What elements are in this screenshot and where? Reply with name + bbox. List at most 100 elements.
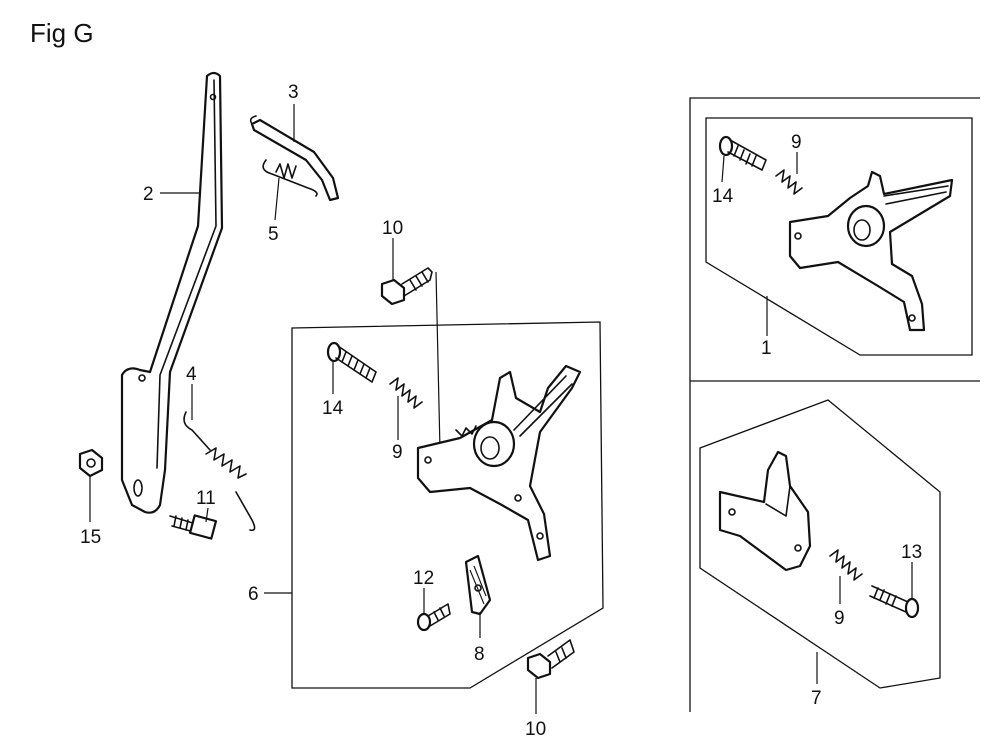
link-bracket: [250, 118, 340, 202]
plate-hole-a: [424, 456, 432, 464]
bolt-11-part: [169, 514, 218, 540]
long-spring-tail: [235, 491, 256, 532]
leader-5: [274, 177, 280, 221]
leader-14-right: [721, 155, 725, 183]
control-lever: [120, 71, 224, 514]
governor-pivot: [472, 420, 516, 468]
long-spring-wire: [183, 411, 211, 451]
link-bracket-part: [249, 115, 340, 202]
outer-frame-1-7: [689, 97, 980, 712]
bolt-10-lower-part: [526, 639, 575, 680]
plate1-arm: [883, 185, 949, 205]
clip-8-shade: [469, 565, 487, 605]
spring-9-middle-part: [389, 377, 423, 409]
plate1-hole-a: [794, 232, 802, 240]
assembly-7-panel: [699, 399, 941, 689]
bolt-11-thread: [173, 515, 189, 531]
callout-9-middle: 9: [392, 442, 403, 463]
plate-spring-stub: [455, 425, 477, 437]
bolt-10-upper-part: [380, 267, 433, 306]
clip-8-part: [464, 554, 492, 616]
assembly-6-frame: [291, 321, 604, 689]
assembly-1-panel: [705, 117, 973, 356]
plate7-hole-b: [794, 544, 802, 552]
plate1-hole-b: [908, 314, 916, 322]
callout-6: 6: [248, 584, 259, 605]
callout-2: 2: [143, 184, 154, 205]
lever-slot: [133, 479, 143, 497]
leader-11: [205, 507, 209, 523]
governor-plate-arm: [513, 375, 573, 437]
screw-12-shank: [427, 603, 451, 627]
bolt-11-head: [188, 514, 218, 540]
screw-12-part: [416, 603, 451, 632]
plate7-hole-a: [728, 508, 736, 516]
bolt-10-upper-thread: [409, 271, 429, 291]
plate-hole-c: [536, 532, 544, 540]
screw-13-head: [904, 597, 920, 619]
alignment-line-10: [435, 271, 441, 451]
callout-12: 12: [413, 568, 434, 589]
lever-hole-top: [209, 93, 217, 101]
callout-13: 13: [901, 542, 922, 563]
small-spring-part: [262, 159, 318, 197]
callout-15: 15: [80, 527, 101, 548]
callout-5: 5: [268, 224, 279, 245]
callout-11: 11: [196, 488, 216, 509]
small-spring-wire: [262, 159, 318, 197]
callout-3: 3: [288, 82, 299, 103]
governor-plate-part: [416, 364, 582, 562]
link-bracket-hook: [249, 115, 257, 125]
nut-15: [78, 448, 104, 478]
bolt-10-upper-head: [380, 278, 406, 306]
governor-pivot-inner: [480, 436, 500, 460]
spring-9-middle-coils: [389, 377, 423, 409]
long-spring-part: [183, 411, 256, 532]
leader-lines: [89, 104, 913, 714]
screw-14-left-part: [326, 341, 377, 383]
figure-title: Fig G: [30, 18, 94, 48]
plate-hole-b: [514, 494, 522, 502]
callout-10-lower: 10: [525, 719, 546, 740]
control-lever-edge: [156, 79, 217, 469]
bolt-10-lower-shank: [547, 639, 575, 669]
assembly-frames: [291, 97, 980, 712]
clip-8-hole: [474, 584, 482, 592]
spring-9-top-coils: [775, 169, 803, 195]
lever-hole-mid: [138, 374, 146, 382]
callout-7: 7: [811, 688, 822, 709]
governor-pivot-1: [846, 204, 886, 248]
small-spring-coils: [275, 163, 297, 179]
screw-13-thread: [873, 587, 897, 607]
callout-10-upper: 10: [382, 218, 403, 239]
callout-8: 8: [474, 644, 485, 665]
governor-plate-1: [788, 170, 954, 332]
callout-9-bottom: 9: [834, 608, 845, 629]
callout-9-top: 9: [791, 132, 802, 153]
spring-9-bottom-coils: [829, 549, 863, 581]
callout-numbers: 2 3 5 4 10 14 9 11 15 6 12 8 10 14 9 1 9…: [80, 82, 922, 740]
nut-15-hole: [86, 458, 96, 468]
governor-plate-7: [718, 450, 812, 572]
bolt-10-lower-thread: [555, 647, 567, 663]
nut-15-part: [78, 448, 104, 478]
long-spring-coils: [205, 447, 247, 479]
screw-14-left-head: [326, 341, 342, 363]
control-lever-part: [120, 71, 224, 514]
screw-13-shank: [869, 585, 909, 613]
governor-pivot-1-inner: [853, 219, 871, 241]
screw-14-left-thread: [341, 351, 371, 379]
bolt-10-upper-shank: [401, 267, 433, 297]
screw-14-right-head: [718, 135, 734, 157]
callout-4: 4: [186, 364, 197, 385]
callout-14-right: 14: [712, 186, 734, 207]
callout-1: 1: [761, 338, 772, 359]
assembly-7-part: [718, 450, 920, 619]
assembly-1-part: [718, 135, 954, 332]
plate7-fold: [765, 485, 791, 517]
bolt-10-lower-head: [526, 652, 552, 680]
callout-14-left: 14: [322, 398, 344, 419]
screw-14-right-thread: [733, 145, 757, 167]
screw-12-thread: [433, 607, 445, 621]
